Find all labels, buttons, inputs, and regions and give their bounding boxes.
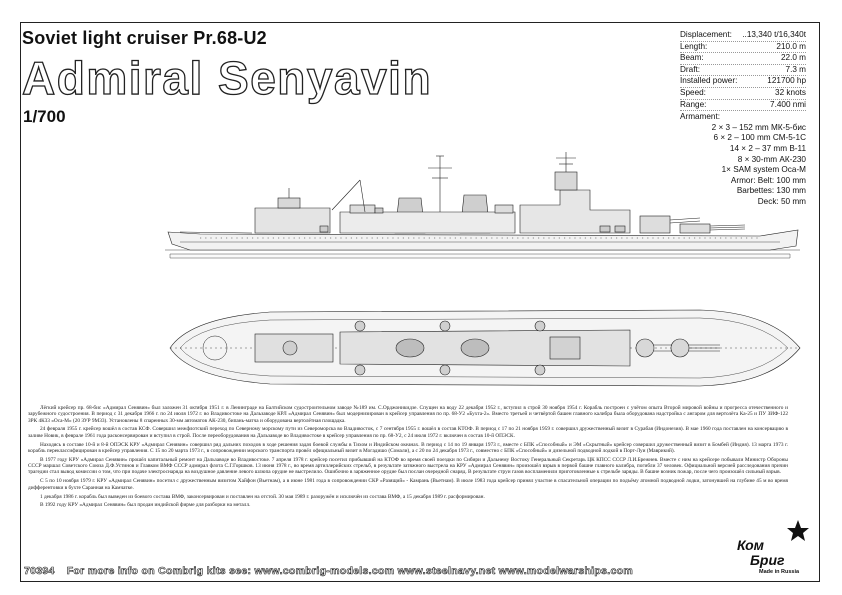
side-profile: [165, 152, 800, 259]
footer-links-text: For more info on Combrig kits see: www.c…: [66, 565, 633, 578]
armament-title: Armament:: [680, 112, 721, 122]
armor-line: Deck: 50 mm: [757, 196, 806, 206]
spec-row-speed: Speed:32 knots: [680, 88, 806, 100]
history-paragraph: С 5 по 10 ноября 1979 г. КРУ «Адмирал Се…: [28, 478, 788, 491]
armament-line: 14 × 2 – 37 mm В-11: [729, 143, 806, 153]
logo-text-bottom: Бриг: [750, 552, 785, 568]
spec-row-range: Range:7.400 nmi: [680, 100, 806, 112]
armor-line: Barbettes: 130 mm: [736, 186, 806, 196]
spec-row-displacement: Displacement:..13,340 t/16,340t: [680, 30, 806, 42]
spec-table: Displacement:..13,340 t/16,340t Length:2…: [680, 30, 806, 208]
spec-row-length: Length:210.0 m: [680, 42, 806, 54]
history-paragraph: В 1992 году КРУ «Адмирал Сенявин» был пр…: [40, 502, 251, 509]
made-in-label: Made in Russia: [759, 569, 800, 575]
spec-row-draft: Draft:7.3 m: [680, 65, 806, 77]
scale-label: 1/700: [23, 107, 66, 126]
spec-row-beam: Beam:22.0 m: [680, 53, 806, 65]
history-text: Лёгкий крейсер пр. 68-бис «Адмирал Сеняв…: [28, 405, 788, 511]
logo-text-top: Ком: [737, 537, 764, 553]
history-paragraph: 24 февраля 1955 г. крейсер вошёл в соста…: [28, 426, 788, 439]
armament-line: 2 × 3 – 152 mm МК-5-бис: [711, 122, 806, 132]
sheet-frame: [20, 22, 820, 582]
ship-drawing: [165, 152, 801, 387]
top-view: [169, 309, 801, 387]
armament-line: 1× SAM system Оса-М: [721, 165, 806, 175]
history-paragraph: Лёгкий крейсер пр. 68-бис «Адмирал Сеняв…: [28, 405, 788, 424]
history-paragraph: Находясь в составе 10-й и 8-й ОПЭСК КРУ …: [28, 441, 788, 454]
history-paragraph: 1 декабря 1986 г. корабль был выведен из…: [40, 493, 485, 500]
armor-line: Armor: Belt: 100 mm: [730, 175, 806, 185]
spec-row-power: Installed power:121700 hp: [680, 76, 806, 88]
footer: 70394 For more info on Combrig kits see: …: [24, 565, 633, 578]
combrig-logo-star-icon: [787, 520, 809, 541]
page-title: Soviet light cruiser Pr.68-U2: [22, 28, 267, 48]
armament-line: 8 × 30-mm АК-230: [737, 154, 806, 164]
armament-line: 6 × 2 – 100 mm СМ-5-1С: [713, 133, 806, 143]
kit-code: 70394: [24, 565, 55, 578]
ship-name: Admiral Senyavin: [21, 51, 433, 104]
history-paragraph: В 1977 году КРУ «Адмирал Сенявин» прошёл…: [28, 456, 788, 476]
